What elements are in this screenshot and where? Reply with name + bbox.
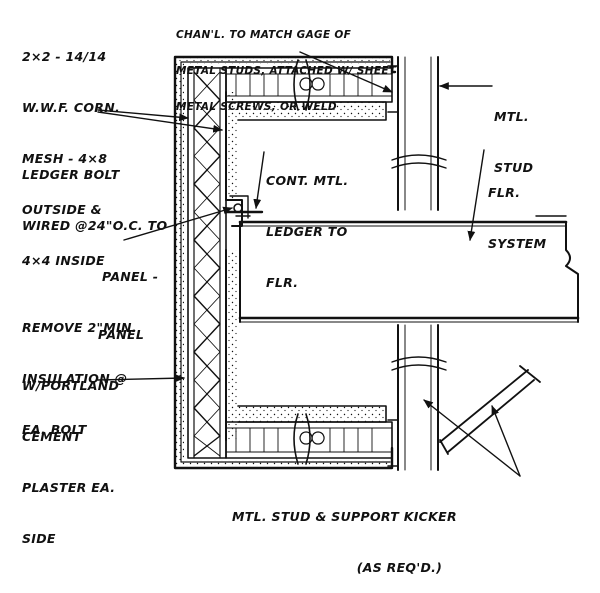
label-mesh: 2×2 - 14/14 W.W.F. CORN. MESH - 4×8 OUTS… — [22, 49, 121, 268]
leader-mesh-inside — [97, 111, 223, 133]
wall-floor-section-drawing — [97, 51, 580, 477]
label-channel: CHAN'L. TO MATCH GAGE OF METAL STUDS, AT… — [176, 29, 397, 113]
label-support-kicker: MTL. STUD & SUPPORT KICKER (AS REQ'D.) — [232, 509, 457, 575]
leader-panel — [97, 374, 185, 383]
leader-kicker-stud — [423, 399, 521, 477]
plaster-stipple-bottom — [184, 460, 390, 466]
floor-system — [235, 215, 580, 323]
label-ledger-bolt: LEDGER BOLT WIRED @24"O.C. TO PANEL - RE… — [22, 167, 168, 437]
leader-cont-mtl — [253, 151, 265, 209]
leader-flr-system — [467, 149, 485, 241]
leader-ledger-bolt — [123, 206, 233, 241]
metal-stud-lower — [391, 324, 447, 471]
label-panel: PANEL W/PORTLAND CEMENT PLASTER EA. SIDE — [22, 327, 145, 546]
label-flr-system: FLR. SYSTEM — [488, 185, 547, 251]
support-kicker — [439, 365, 541, 455]
metal-stud-upper — [391, 56, 447, 211]
bottom-horizontal-panel — [225, 405, 393, 465]
leader-mesh-outside — [97, 109, 189, 122]
plaster-stipple-top — [184, 58, 390, 64]
plaster-stipple-left — [176, 58, 184, 466]
top-horizontal-panel — [225, 59, 393, 121]
leader-chan — [299, 51, 393, 93]
label-cont-mtl-ledger: CONT. MTL. LEDGER TO FLR. — [266, 173, 349, 290]
leader-lines — [97, 51, 521, 477]
label-mtl-stud: MTL. STUD — [494, 109, 534, 175]
leader-kicker-brace — [491, 405, 521, 477]
